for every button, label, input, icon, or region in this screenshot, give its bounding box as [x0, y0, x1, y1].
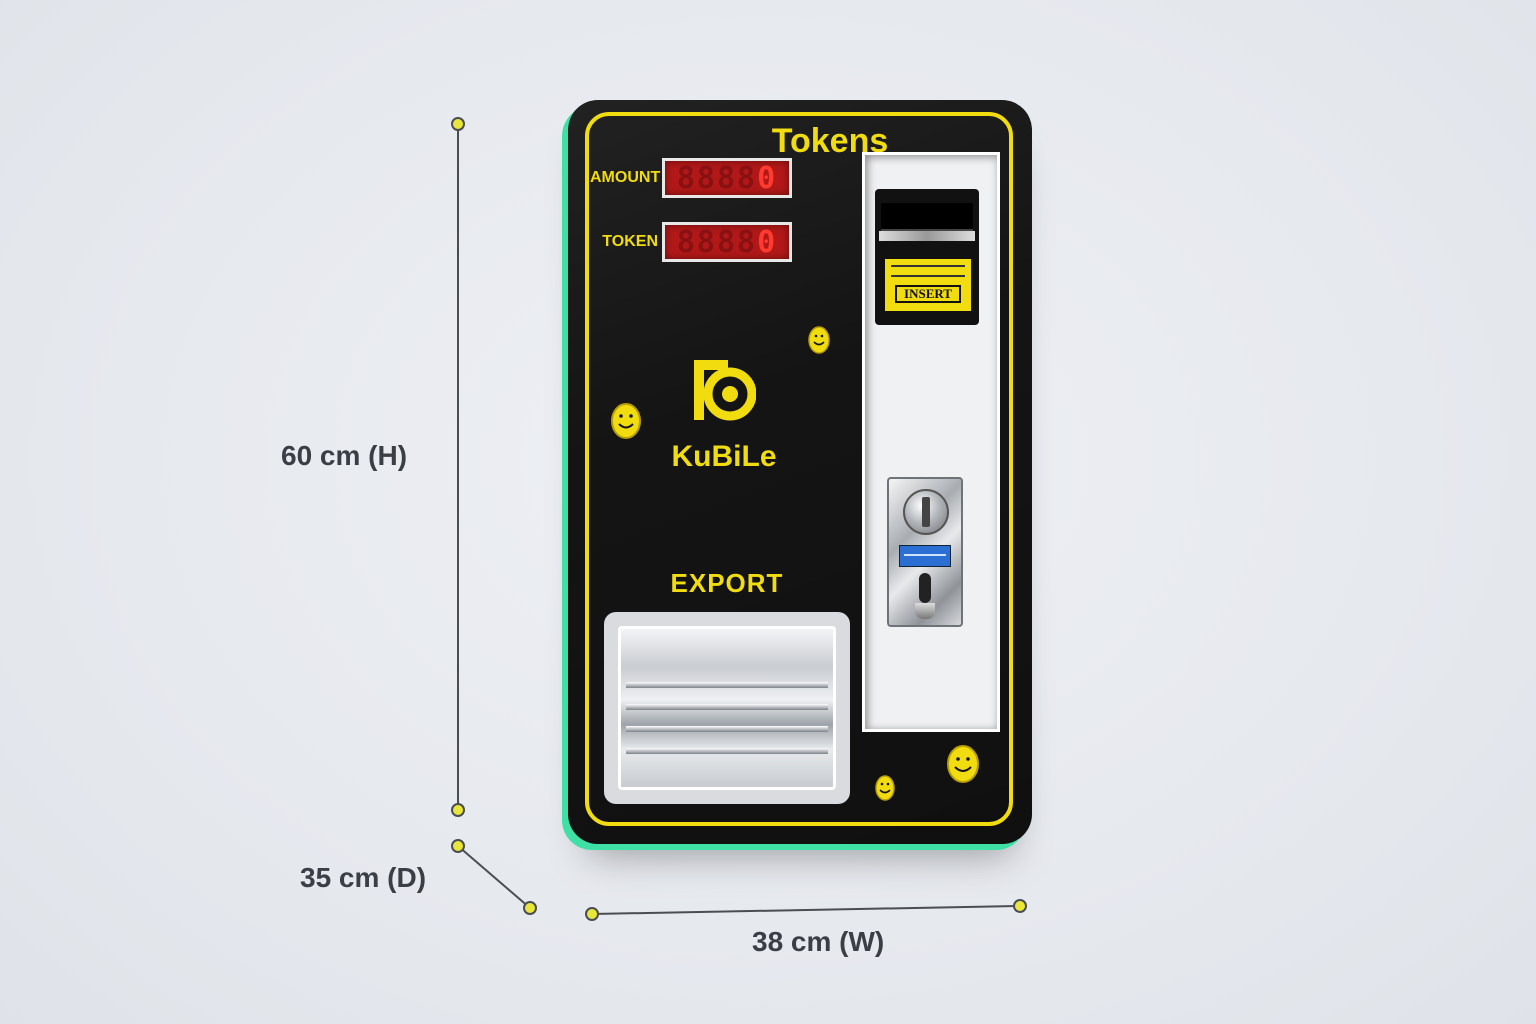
width-line [591, 905, 1021, 915]
tray-slat [626, 726, 828, 732]
coin-return-lever[interactable] [915, 603, 935, 619]
width-start-dot [585, 907, 599, 921]
amount-label: AMOUNT [590, 169, 661, 186]
height-label: 60 cm (H) [281, 440, 408, 471]
bill-acceptor[interactable]: INSERT [875, 189, 979, 325]
token-export-tray[interactable] [604, 612, 850, 804]
smiley-coin-icon [875, 775, 895, 801]
coin-slot[interactable] [919, 573, 931, 603]
coin-return-knob-icon[interactable] [903, 489, 949, 535]
export-label: EXPORT [670, 568, 784, 598]
token-label: TOKEN [602, 233, 658, 250]
bill-slot[interactable] [881, 203, 973, 232]
brand-name: KuBiLe [671, 440, 777, 473]
insert-label: INSERT [895, 285, 961, 303]
width-label: 38 cm (W) [752, 926, 885, 957]
smiley-coin-icon [947, 745, 979, 783]
smiley-coin-icon [808, 326, 830, 354]
tray-slat [626, 748, 828, 754]
depth-line [457, 845, 531, 909]
bill-slot-trim [879, 231, 975, 241]
amount-led-value: 0 [757, 160, 778, 196]
payment-channel: INSERT [862, 152, 1000, 732]
coin-acceptor-sticker [899, 545, 951, 567]
depth-end-dot [523, 901, 537, 915]
depth-label: 35 cm (D) [300, 862, 427, 893]
depth-start-dot [451, 839, 465, 853]
tray-slat [626, 682, 828, 688]
insert-sticker: INSERT [883, 257, 973, 313]
export-tray-opening [618, 626, 836, 790]
height-bottom-dot [451, 803, 465, 817]
smiley-coin-icon [611, 403, 641, 439]
sticker-print-lines [891, 265, 965, 277]
coin-acceptor[interactable] [887, 477, 963, 627]
width-end-dot [1013, 899, 1027, 913]
tray-slat [626, 704, 828, 710]
token-led-ghost-digits: 8888 [676, 224, 758, 260]
token-led-value: 0 [757, 224, 778, 260]
amount-led-ghost-digits: 8888 [676, 160, 758, 196]
brand-logo-icon [694, 360, 756, 421]
height-top-dot [451, 117, 465, 131]
machine-yellow-border [585, 112, 1013, 826]
